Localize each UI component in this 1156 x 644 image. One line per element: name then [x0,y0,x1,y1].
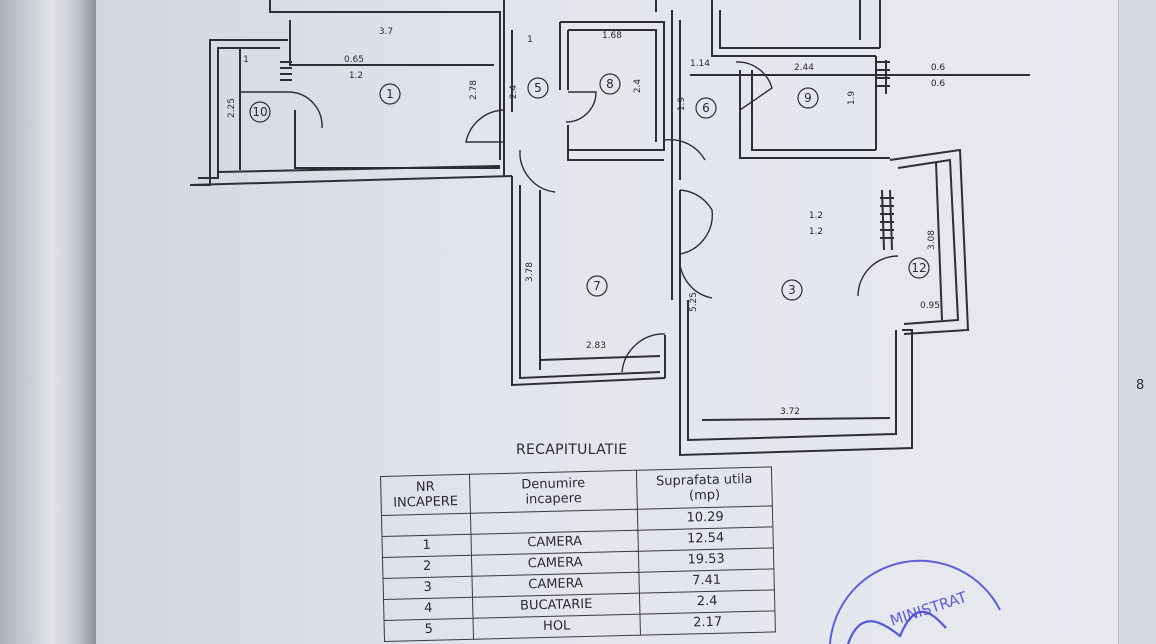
dim-label: 0.6 [931,79,946,89]
room-number: 6 [702,101,710,115]
dimension-labels: 3.7 0.65 1.2 1 2.78 2.25 2.4 1 1.68 2.4 … [227,27,945,417]
dim-label: 2.4 [509,85,519,100]
dim-label: 0.95 [920,301,940,311]
dim-label: 2.78 [469,80,479,100]
cell-nr: 5 [384,618,474,642]
dim-label: 1.14 [690,59,710,69]
dim-label: 0.6 [931,63,946,73]
cell-nr: 4 [383,597,474,621]
room-number: 10 [252,105,267,119]
header-name: Denumire incapere [469,470,638,514]
dim-label: 1 [243,55,249,65]
room-labels [249,73,930,301]
plan-walls [189,0,1030,457]
room-number: 5 [534,81,542,95]
dim-label: 1.9 [677,97,687,112]
cell-name: HOL [473,614,641,640]
dim-label: 3.72 [780,407,800,417]
room-number: 7 [593,279,601,293]
summary-table: NR INCAPERE Denumire incapere Suprafata … [380,466,776,642]
adjacent-sheet-number: 8 [1136,378,1145,393]
dim-label: 5.25 [689,292,699,312]
dim-label: 2.83 [586,341,606,351]
adjacent-sheet-edge [1118,0,1156,644]
dim-label: 1.68 [602,31,622,41]
header-area: Suprafata utila (mp) [636,466,773,510]
room-number: 8 [606,77,614,91]
dim-label: 3.7 [379,27,393,37]
stamp-text: MINISTRAT [888,588,970,630]
cell-nr: 3 [383,576,473,600]
dim-label: 1.9 [847,91,857,106]
room-number: 9 [804,91,812,105]
binder-shadow [0,0,96,644]
dim-label: 3.78 [525,262,535,282]
header-nr: NR INCAPERE [380,474,471,516]
official-stamp: MINISTRAT [829,559,1001,644]
dim-label: 2.44 [794,63,814,73]
cell-nr [381,513,471,537]
cell-area: 2.17 [639,610,776,636]
dim-label: 1.2 [349,71,363,81]
dim-label: 1.2 [809,211,823,221]
dim-label: 1.2 [809,227,823,237]
room-number: 1 [386,87,394,101]
cell-nr: 2 [382,555,472,579]
document-sheet [96,0,1126,644]
dim-label: 0.65 [344,55,364,65]
summary-title: RECAPITULATIE [516,442,628,458]
cell-nr: 1 [381,534,472,558]
dim-label: 3.08 [927,230,937,250]
plan-doors [240,61,899,373]
dim-label: 2.25 [227,98,237,118]
dim-label: 1 [527,35,533,45]
room-number: 3 [788,283,796,297]
dim-label: 2.4 [633,79,643,94]
room-number: 12 [911,261,926,275]
